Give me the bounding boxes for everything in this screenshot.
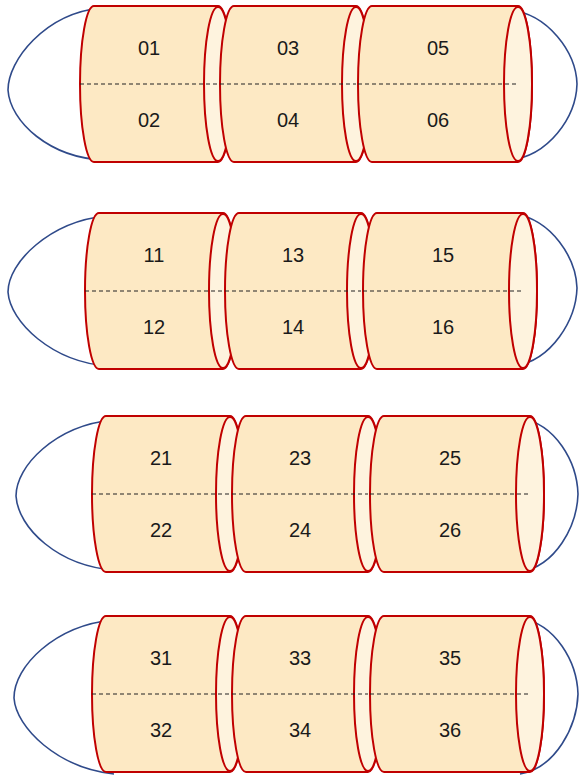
cylinder-body	[225, 213, 375, 369]
cylinder-outline	[220, 6, 370, 162]
segment-number: 26	[384, 518, 516, 542]
cylinder-body	[92, 416, 244, 572]
cylinder-outline	[80, 6, 232, 162]
segment-number: 31	[106, 646, 216, 670]
cylinder-outline	[232, 416, 382, 572]
segment-number: 15	[377, 243, 509, 267]
cylinder-segment: 03 04	[220, 6, 370, 162]
cylinder-outline	[370, 616, 544, 772]
cylinder-outline	[370, 416, 544, 572]
cylinder-segment: 35 36	[370, 616, 544, 772]
split-line	[358, 83, 518, 84]
segment-number: 24	[246, 518, 354, 542]
split-line	[85, 290, 223, 291]
cylinder-segment: 25 26	[370, 416, 544, 572]
segment-number: 23	[246, 446, 354, 470]
split-line	[92, 493, 230, 494]
cylinder-segment: 33 34	[232, 616, 382, 772]
cylinder-body	[370, 616, 544, 772]
segment-number: 25	[384, 446, 516, 470]
segment-number: 22	[106, 518, 216, 542]
cylinder-outline	[363, 213, 537, 369]
cylinder-body	[232, 616, 382, 772]
cylinder-body	[232, 416, 382, 572]
cylinder-segment: 13 14	[225, 213, 375, 369]
split-line	[370, 693, 530, 694]
cylinder-body	[92, 616, 244, 772]
segment-number: 32	[106, 718, 216, 742]
segment-number: 14	[239, 315, 347, 339]
segment-number: 01	[94, 36, 204, 60]
cylinder-body	[363, 213, 537, 369]
split-line	[80, 83, 218, 84]
cylinder-segment: 31 32	[92, 616, 244, 772]
cylinder-outline	[358, 6, 532, 162]
cylinder-body	[370, 416, 544, 572]
segment-number: 12	[99, 315, 209, 339]
cylinder-outline	[85, 213, 237, 369]
cylinder-outline	[92, 416, 244, 572]
cylinder-segment: 01 02	[80, 6, 232, 162]
split-line	[232, 693, 368, 694]
cylinder-outline	[232, 616, 382, 772]
segment-number: 16	[377, 315, 509, 339]
segment-number: 13	[239, 243, 347, 267]
segment-number: 21	[106, 446, 216, 470]
segment-number: 04	[234, 108, 342, 132]
segment-number: 06	[372, 108, 504, 132]
segment-number: 02	[94, 108, 204, 132]
segment-number: 03	[234, 36, 342, 60]
split-line	[225, 290, 361, 291]
split-line	[370, 493, 530, 494]
cylinder-segment: 11 12	[85, 213, 237, 369]
segment-number: 36	[384, 718, 516, 742]
split-line	[92, 693, 230, 694]
cylinder-segment: 1516	[363, 213, 537, 369]
cylinder-outline	[225, 213, 375, 369]
split-line	[220, 83, 356, 84]
cylinder-outline	[92, 616, 244, 772]
cylinder-body	[358, 6, 532, 162]
cylinder-segment: 05 06	[358, 6, 532, 162]
segment-number: 34	[246, 718, 354, 742]
segment-number: 05	[372, 36, 504, 60]
cylinder-segment: 23 24	[232, 416, 382, 572]
cylinder-body	[80, 6, 232, 162]
split-line	[363, 290, 523, 291]
cylinder-segment: 21 22	[92, 416, 244, 572]
split-line	[232, 493, 368, 494]
cylinder-body	[85, 213, 237, 369]
segment-number: 33	[246, 646, 354, 670]
segment-number: 35	[384, 646, 516, 670]
segment-number: 11	[99, 243, 209, 267]
cylinder-body	[220, 6, 370, 162]
